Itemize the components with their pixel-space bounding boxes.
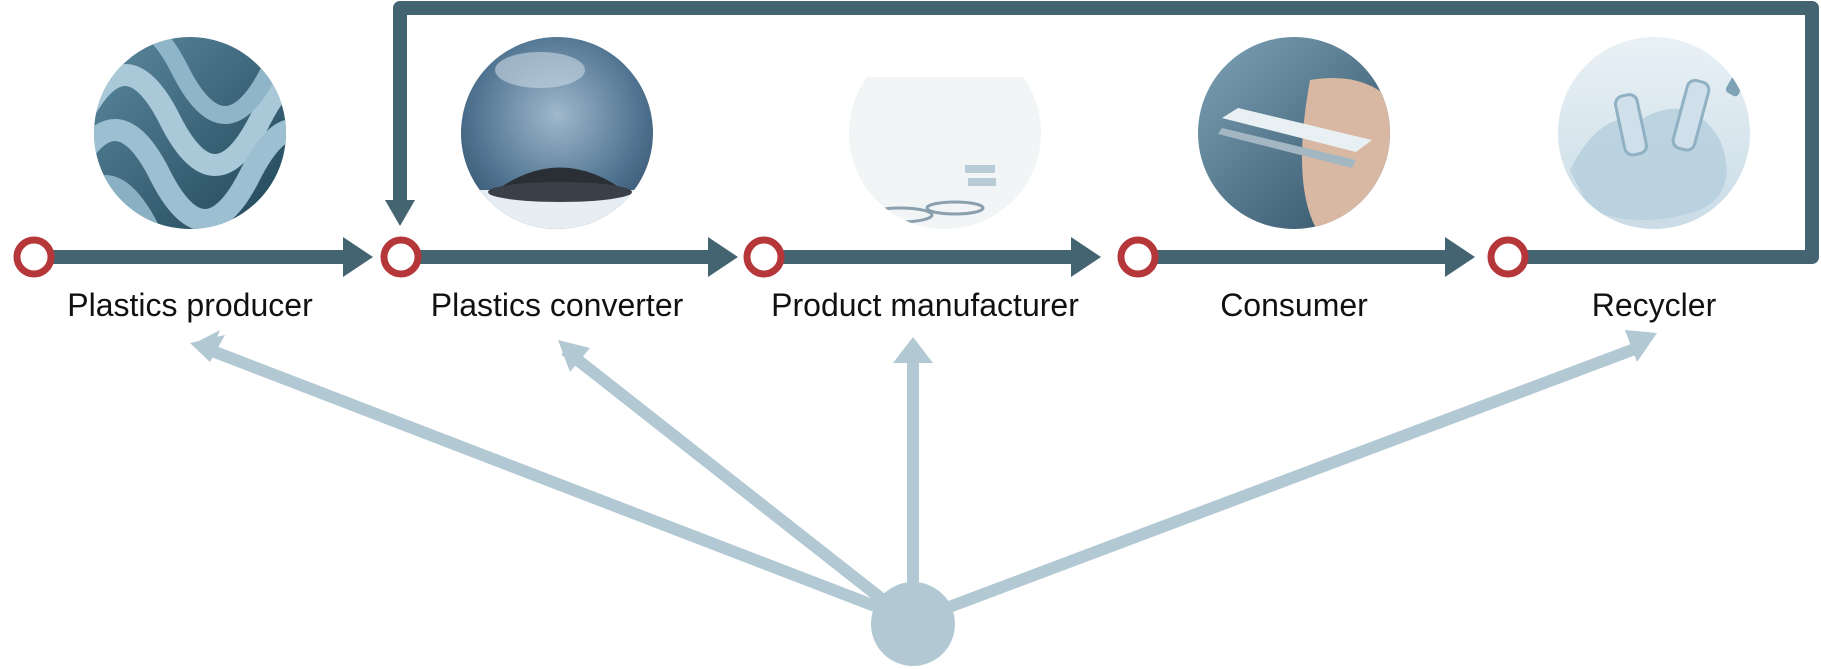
node-product-manufacturer bbox=[743, 236, 785, 278]
node-consumer bbox=[1117, 236, 1159, 278]
stage-label-plastics-producer: Plastics producer bbox=[67, 287, 313, 323]
corrugated-polymer-surface-photo bbox=[94, 37, 286, 229]
radial-arrowhead-1 bbox=[190, 335, 225, 362]
radial-arrow-to-plastics-producer bbox=[199, 341, 909, 624]
plastic-granules-photo bbox=[461, 37, 653, 229]
stage-label-recycler: Recycler bbox=[1592, 287, 1717, 323]
smartphone-hand-photo bbox=[1198, 37, 1390, 229]
stage-label-plastics-converter: Plastics converter bbox=[431, 287, 684, 323]
node-plastics-producer bbox=[13, 236, 55, 278]
radial-arrowhead-4 bbox=[1625, 330, 1657, 362]
glass-dishes-photo bbox=[849, 37, 1041, 229]
node-recycler bbox=[1487, 236, 1529, 278]
return-loop-arrowhead bbox=[385, 200, 415, 226]
radial-arrowhead-3 bbox=[893, 337, 933, 363]
radial-arrow-to-plastics-converter bbox=[561, 345, 910, 623]
stage-label-product-manufacturer: Product manufacturer bbox=[771, 287, 1079, 323]
node-plastics-converter bbox=[380, 236, 422, 278]
hub-node bbox=[871, 582, 955, 666]
radial-arrows bbox=[190, 330, 1657, 666]
radial-arrowhead-2 bbox=[558, 340, 590, 372]
radial-arrow-to-recycler bbox=[917, 341, 1643, 624]
flow-arrows bbox=[53, 1, 1819, 277]
stage-label-consumer: Consumer bbox=[1220, 287, 1368, 323]
return-loop-arrow bbox=[393, 1, 1819, 264]
plastic-bottles-photo bbox=[1558, 37, 1750, 229]
